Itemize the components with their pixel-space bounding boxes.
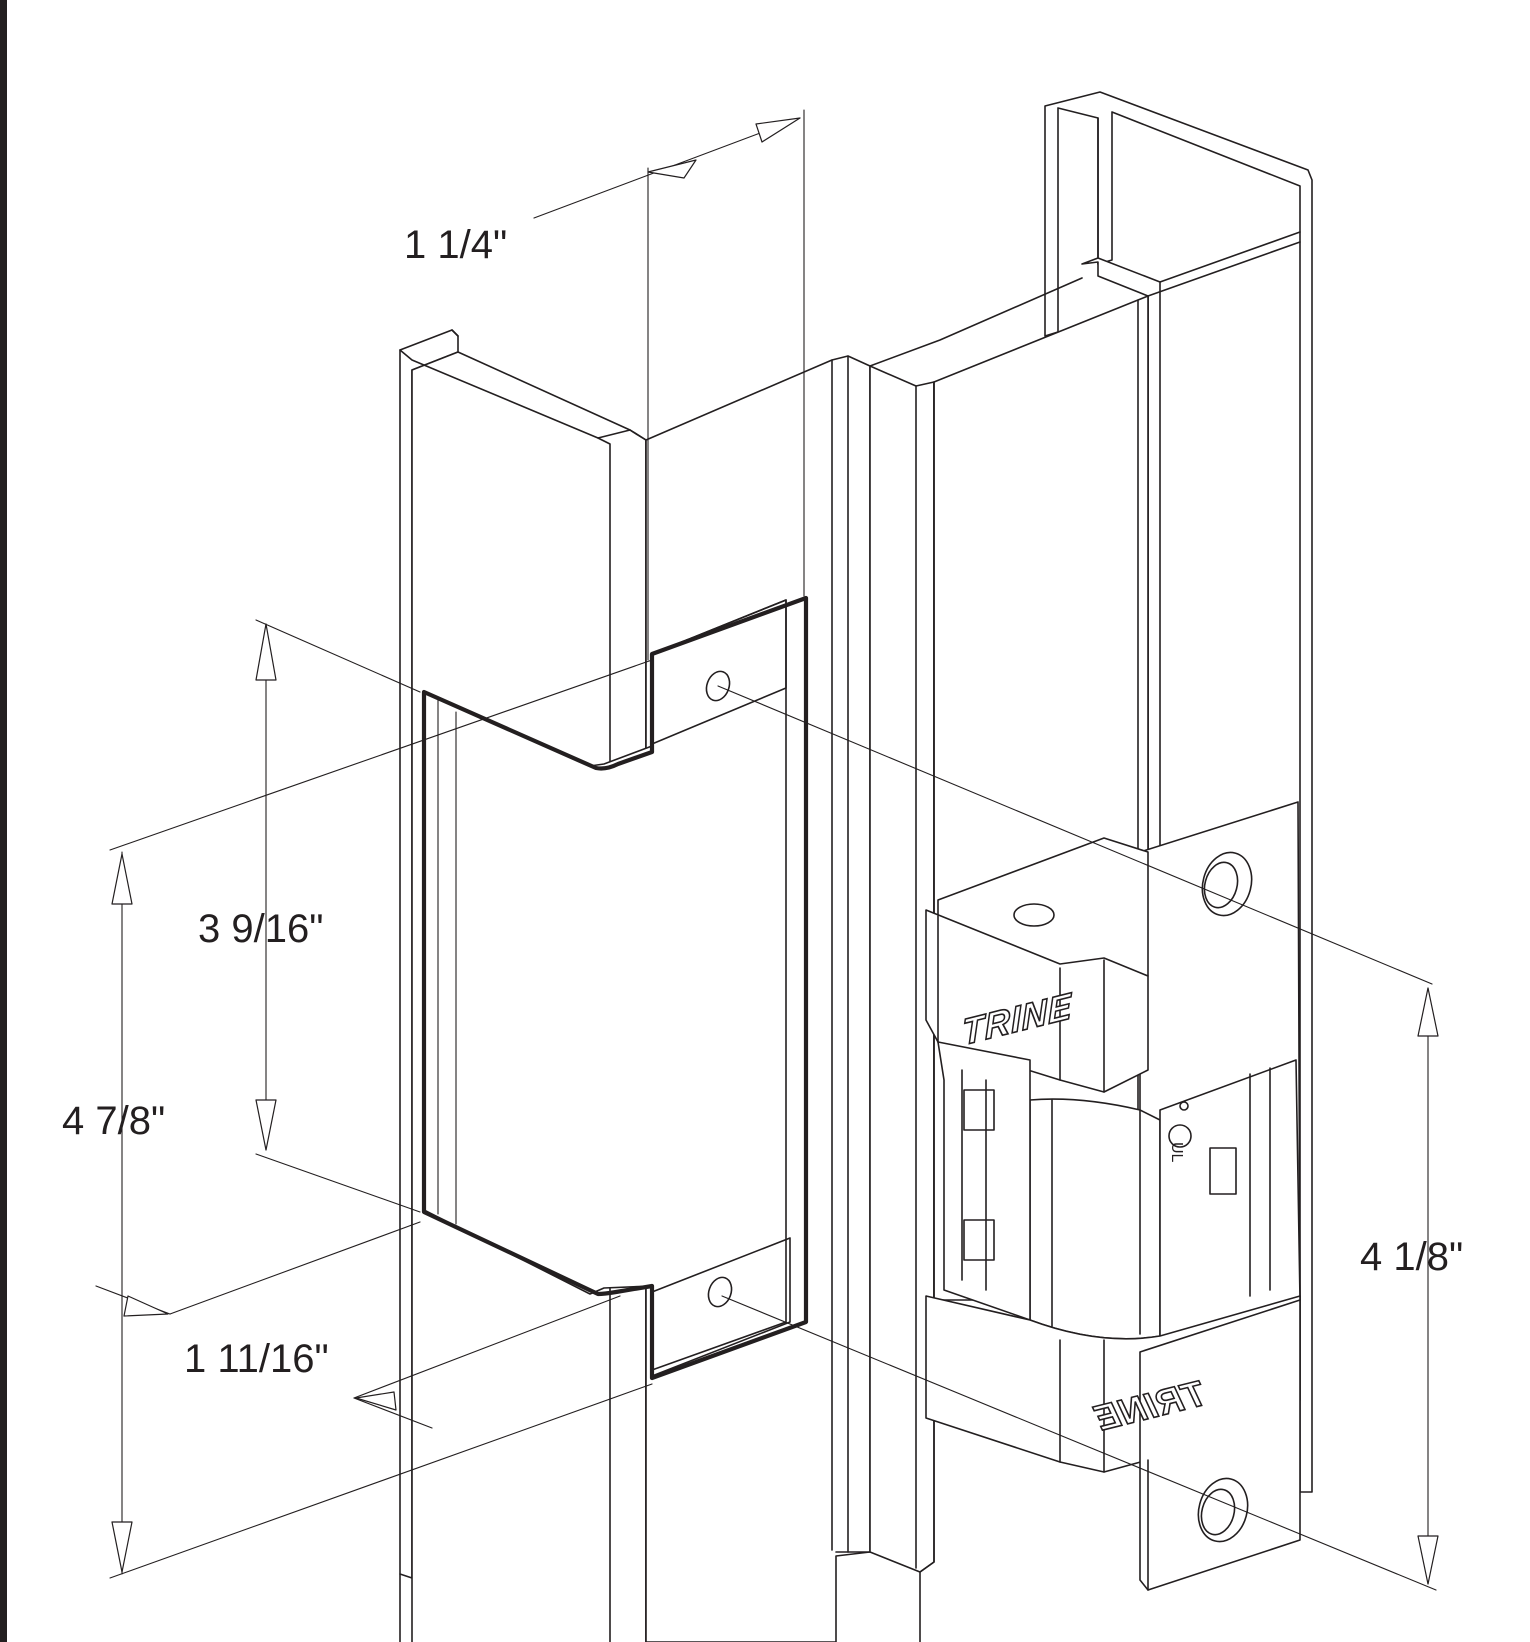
dimension-label-strike-height: 4 1/8"	[1360, 1235, 1463, 1279]
dimension-label-top-depth: 1 1/4"	[404, 223, 507, 267]
dimension-label-overall-height: 4 7/8"	[62, 1099, 165, 1143]
ul-mark: UL	[1168, 1142, 1185, 1163]
left-border	[0, 0, 7, 1642]
electric-strike: UL TRINE TRINE	[925, 801, 1301, 1591]
dimension-label-bottom-width: 1 11/16"	[184, 1337, 329, 1381]
dimension-lines	[95, 109, 1439, 1591]
dimension-label-faceplate-height: 3 9/16"	[198, 907, 323, 951]
